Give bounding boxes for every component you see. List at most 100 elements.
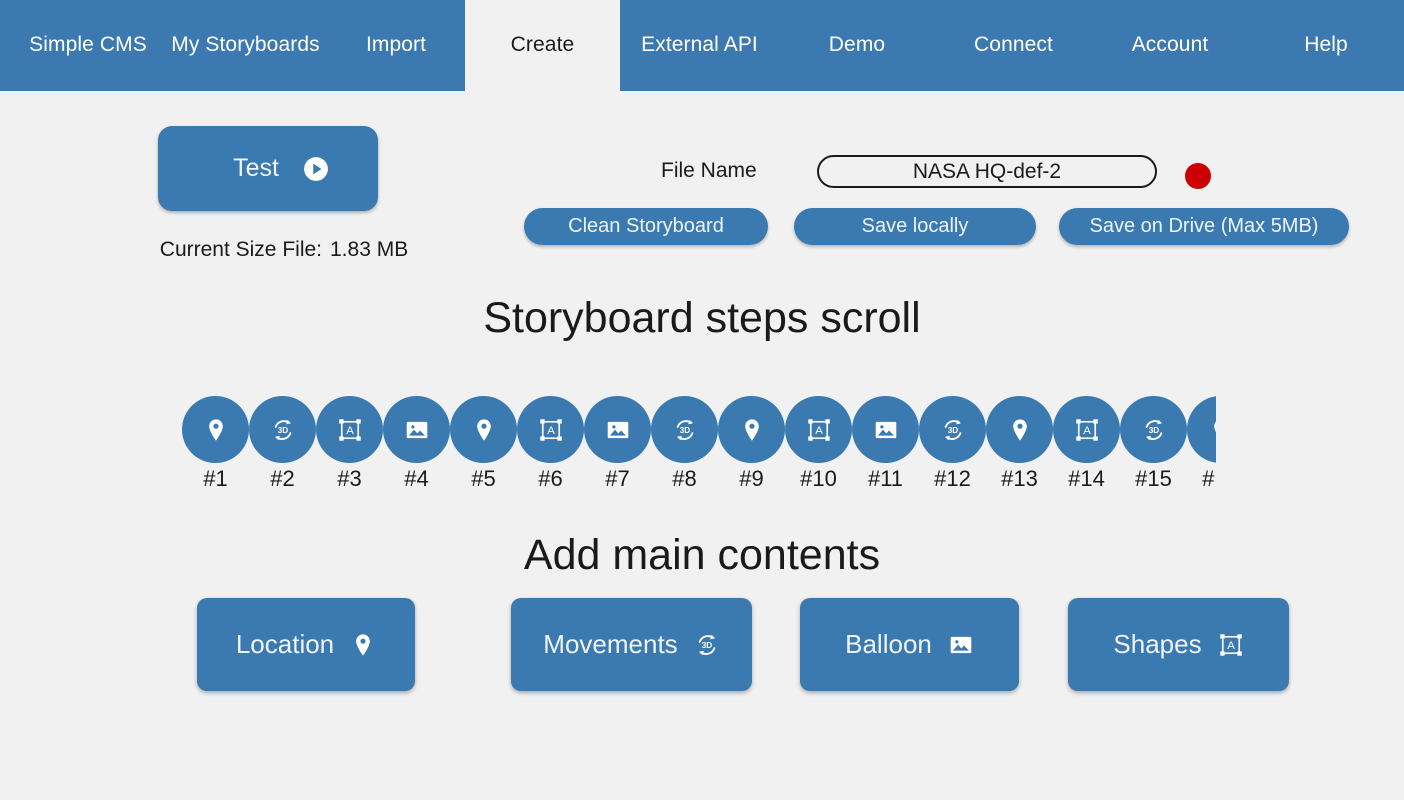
- add-content-button-label: Balloon: [845, 629, 932, 659]
- nav-item-create[interactable]: Create: [465, 0, 620, 91]
- storyboard-step[interactable]: 3D #15: [1120, 396, 1187, 492]
- storyboard-step[interactable]: 3D #12: [919, 396, 986, 492]
- storyboard-step-label: #2: [270, 466, 295, 491]
- storyboard-step-circle[interactable]: 3D: [1120, 396, 1187, 463]
- storyboard-step-label: #16: [1202, 466, 1216, 491]
- test-button[interactable]: Test: [158, 126, 378, 211]
- storyboard-step[interactable]: #13: [986, 396, 1053, 492]
- storyboard-step[interactable]: #7: [584, 396, 651, 492]
- nav-item-label: Account: [1131, 32, 1209, 56]
- add-content-button-label: Movements: [543, 629, 678, 659]
- add-shapes-button[interactable]: Shapes A: [1068, 598, 1289, 691]
- storyboard-step-circle[interactable]: [450, 396, 517, 463]
- location-pin-icon: [203, 417, 229, 443]
- recording-status-dot[interactable]: [1185, 163, 1211, 189]
- storyboard-step-circle[interactable]: [1187, 396, 1216, 463]
- save-on-drive-button[interactable]: Save on Drive (Max 5MB): [1059, 208, 1349, 245]
- storyboard-step[interactable]: #1: [182, 396, 249, 492]
- storyboard-step-label: #10: [800, 466, 837, 491]
- storyboard-step[interactable]: A#3: [316, 396, 383, 492]
- storyboard-step-label: #9: [739, 466, 764, 491]
- svg-text:A: A: [1083, 424, 1091, 436]
- nav-item-external-api[interactable]: External API: [620, 0, 779, 91]
- save-locally-button[interactable]: Save locally: [794, 208, 1036, 245]
- svg-text:A: A: [815, 424, 823, 436]
- image-icon: [404, 417, 430, 443]
- storyboard-step[interactable]: #5: [450, 396, 517, 492]
- storyboard-step[interactable]: 3D #8: [651, 396, 718, 492]
- image-icon: [605, 417, 631, 443]
- nav-item-import[interactable]: Import: [327, 0, 465, 91]
- storyboard-step-circle[interactable]: [383, 396, 450, 463]
- nav-item-label: External API: [641, 32, 758, 56]
- nav-item-label: Create: [510, 32, 575, 56]
- add-content-button-label: Shapes: [1113, 629, 1202, 659]
- add-balloon-button[interactable]: Balloon: [800, 598, 1019, 691]
- file-name-label: File Name: [661, 159, 757, 182]
- nav-item-help[interactable]: Help: [1248, 0, 1404, 91]
- storyboard-step-circle[interactable]: A: [517, 396, 584, 463]
- clean-storyboard-button[interactable]: Clean Storyboard: [524, 208, 768, 245]
- 3d-rotate-icon: 3D: [672, 417, 698, 443]
- storyboard-step-circle[interactable]: [584, 396, 651, 463]
- storyboard-step-circle[interactable]: A: [785, 396, 852, 463]
- storyboard-step-circle[interactable]: [986, 396, 1053, 463]
- svg-text:3D: 3D: [701, 640, 712, 649]
- add-main-contents-title: Add main contents: [523, 531, 881, 579]
- location-pin-icon: [1007, 417, 1033, 443]
- storyboard-step-circle[interactable]: 3D: [919, 396, 986, 463]
- play-circle-icon: [303, 156, 329, 182]
- svg-text:3D: 3D: [679, 425, 690, 434]
- storyboard-step-circle[interactable]: [718, 396, 785, 463]
- svg-text:A: A: [1227, 639, 1235, 651]
- storyboard-step-label: #8: [672, 466, 697, 491]
- svg-text:3D: 3D: [1148, 425, 1159, 434]
- storyboard-step-circle[interactable]: [182, 396, 249, 463]
- storyboard-step-circle[interactable]: A: [1053, 396, 1120, 463]
- test-button-label: Test: [233, 154, 279, 182]
- location-pin-icon: [739, 417, 765, 443]
- shapes-icon: A: [337, 417, 363, 443]
- 3d-rotate-icon: 3D: [1141, 417, 1167, 443]
- storyboard-step[interactable]: #4: [383, 396, 450, 492]
- nav-item-label: My Storyboards: [171, 32, 320, 56]
- storyboard-step[interactable]: A#6: [517, 396, 584, 492]
- storyboard-step[interactable]: #11: [852, 396, 919, 492]
- storyboard-step-label: #12: [934, 466, 971, 491]
- file-name-input[interactable]: [817, 155, 1157, 188]
- nav-item-my-storyboards[interactable]: My Storyboards: [164, 0, 327, 91]
- main-navigation: Simple CMS My Storyboards Import Create Exte…: [0, 0, 1404, 91]
- svg-text:3D: 3D: [947, 425, 958, 434]
- nav-item-account[interactable]: Account: [1092, 0, 1248, 91]
- storyboard-step-circle[interactable]: 3D: [249, 396, 316, 463]
- storyboard-step-label: #15: [1135, 466, 1172, 491]
- storyboard-steps-title: Storyboard steps scroll: [483, 294, 921, 342]
- storyboard-step-label: #14: [1068, 466, 1105, 491]
- nav-item-connect[interactable]: Connect: [935, 0, 1092, 91]
- nav-item-simple-cms[interactable]: Simple CMS: [12, 0, 164, 91]
- nav-left-padding: [0, 0, 12, 91]
- nav-item-demo[interactable]: Demo: [779, 0, 935, 91]
- storyboard-step-circle[interactable]: A: [316, 396, 383, 463]
- storyboard-step[interactable]: #9: [718, 396, 785, 492]
- add-location-button[interactable]: Location: [197, 598, 415, 691]
- storyboard-step[interactable]: A #14: [1053, 396, 1120, 492]
- storyboard-step[interactable]: #16: [1187, 396, 1216, 492]
- nav-item-label: Import: [365, 32, 427, 56]
- svg-text:A: A: [547, 424, 555, 436]
- storyboard-step-label: #11: [867, 466, 904, 491]
- storyboard-step[interactable]: A #10: [785, 396, 852, 492]
- shapes-icon: A: [806, 417, 832, 443]
- nav-item-label: Help: [1304, 32, 1348, 56]
- nav-item-label: Simple CMS: [29, 32, 147, 56]
- nav-item-label: Demo: [828, 32, 886, 56]
- storyboard-step[interactable]: 3D#2: [249, 396, 316, 492]
- add-movements-button[interactable]: Movements 3D: [511, 598, 752, 691]
- 3d-rotate-icon: 3D: [694, 632, 720, 658]
- location-pin-icon: [350, 632, 376, 658]
- storyboard-step-circle[interactable]: [852, 396, 919, 463]
- storyboard-step-circle[interactable]: 3D: [651, 396, 718, 463]
